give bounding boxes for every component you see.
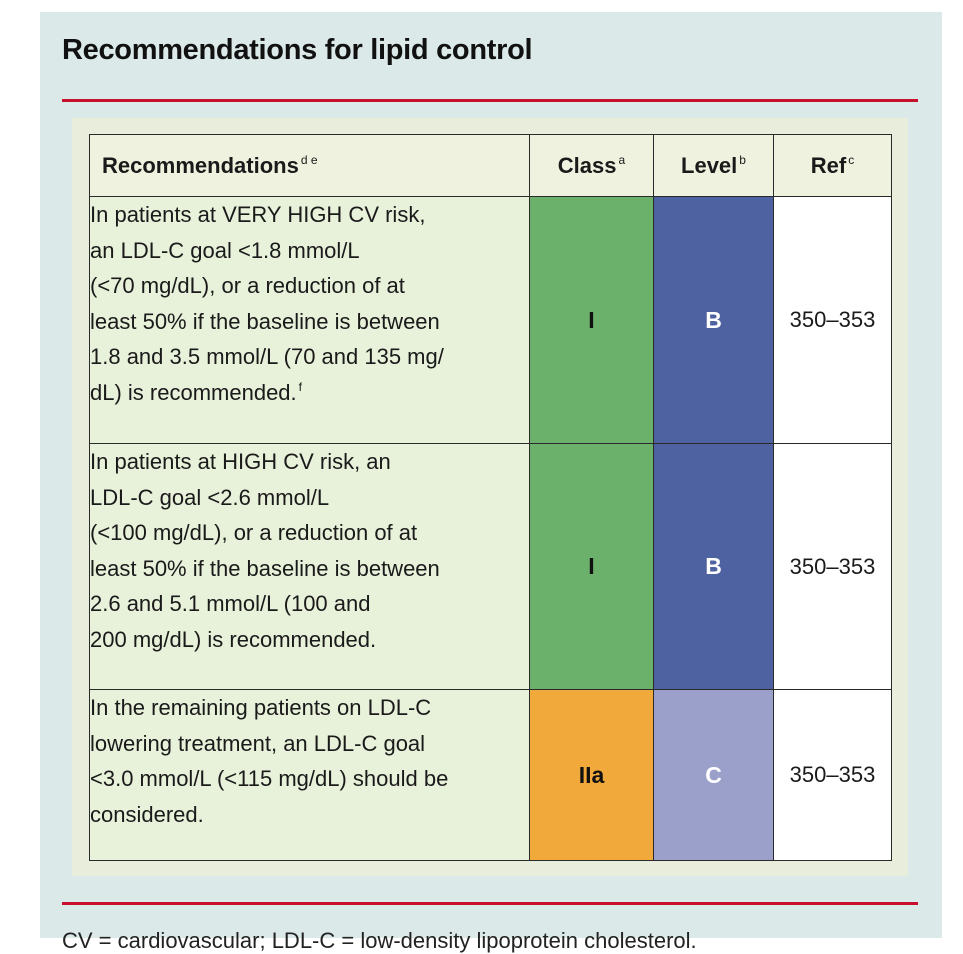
recommendation-line: considered. (90, 801, 204, 827)
recommendation-line: 2.6 and 5.1 mmol/L (100 and (90, 591, 371, 616)
recommendation-line: an LDL-C goal <1.8 mmol/L (90, 237, 360, 263)
reference-cell: 350–353 (773, 443, 892, 690)
footnote-marker: b (739, 153, 746, 168)
recommendation-line: In patients at HIGH CV risk, an (90, 449, 391, 474)
level-cell: C (653, 689, 774, 861)
recommendation-line: least 50% if the baseline is between (90, 555, 440, 581)
footnote-marker: d e (300, 153, 318, 168)
title-divider (62, 99, 918, 102)
class-cell: I (529, 196, 654, 444)
recommendation-line: dL) is recommended.f (90, 379, 302, 405)
reference-cell: 350–353 (773, 689, 892, 861)
table-row: In the remaining patients on LDL-C loweri… (89, 689, 892, 861)
footnote-marker: a (618, 153, 626, 168)
recommendation-cell: In patients at HIGH CV risk, an LDL-C goa… (89, 443, 530, 690)
table-body: In patients at VERY HIGH CV risk, an LDL-… (89, 196, 892, 861)
recommendation-cell: In the remaining patients on LDL-C loweri… (89, 689, 530, 861)
recommendation-line: <3.0 mmol/L (<115 mg/dL) should be (90, 766, 449, 791)
footnote-text: CV = cardiovascular; LDL-C = low-density… (62, 928, 697, 953)
recommendation-line: In the remaining patients on LDL-C (90, 695, 432, 720)
level-cell: B (653, 196, 774, 444)
panel-title: Recommendations for lipid control (62, 34, 533, 66)
recommendation-line: lowering treatment, an LDL-C goal (90, 730, 426, 756)
recommendation-line: (<70 mg/dL), or a reduction of at (90, 273, 405, 298)
table-row: In patients at HIGH CV risk, an LDL-C goa… (89, 443, 892, 690)
class-cell: I (529, 443, 654, 690)
recommendation-cell: In patients at VERY HIGH CV risk, an LDL-… (89, 196, 530, 444)
bottom-divider (62, 902, 918, 905)
recommendation-line: least 50% if the baseline is between (90, 308, 440, 334)
recommendation-line: In patients at VERY HIGH CV risk, (90, 202, 426, 227)
class-cell: IIa (529, 689, 654, 861)
footnote-marker: f (298, 380, 302, 395)
recommendation-line: (<100 mg/dL), or a reduction of at (90, 520, 418, 545)
level-cell: B (653, 443, 774, 690)
recommendation-line: 200 mg/dL) is recommended. (90, 626, 377, 652)
recommendation-line: LDL-C goal <2.6 mmol/L (90, 484, 330, 510)
recommendation-line: 1.8 and 3.5 mmol/L (70 and 135 mg/ (90, 344, 444, 369)
footnote-marker: c (848, 153, 855, 168)
table-row: In patients at VERY HIGH CV risk, an LDL-… (89, 196, 892, 444)
reference-cell: 350–353 (773, 196, 892, 444)
